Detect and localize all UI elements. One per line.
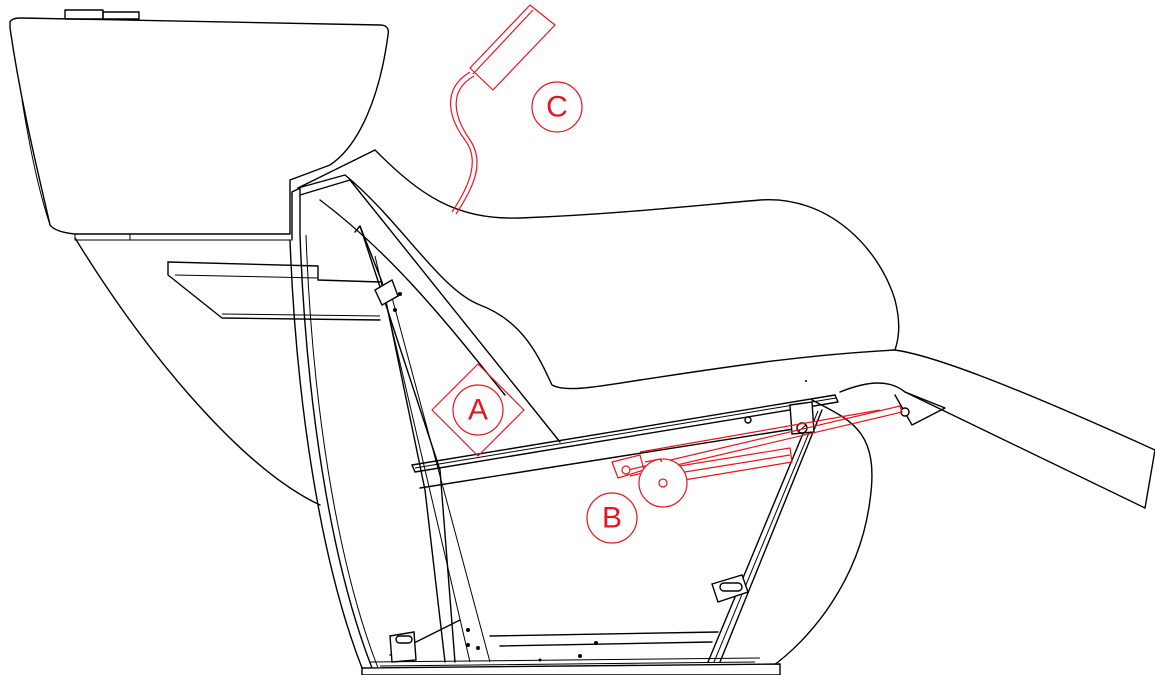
seat-cushion [297,149,900,390]
fixing-dot [466,643,470,647]
marker-dot [805,380,807,382]
basin-support-arm [167,261,381,321]
hand-control [450,4,556,215]
callout-c-label: C [546,91,568,124]
frame-brackets [374,278,815,663]
fixing-dot [594,641,598,645]
wash-basin [9,9,390,241]
callout-c: C [531,81,583,133]
callout-a-label: A [468,394,488,427]
callout-a-diamond [431,363,525,457]
fixing-dot [578,654,582,658]
steel-frame [299,179,873,675]
callout-b: B [586,492,638,544]
pivot-bracket-upper [374,278,402,312]
lower-left-bracket [389,631,417,663]
fixing-dot [466,628,470,632]
rear-body-shell [74,187,379,669]
fixing-dot [476,646,480,650]
lower-right-bracket [711,574,749,603]
fixing-dot [538,658,542,662]
leg-rest [839,349,1155,509]
callout-b-label: B [602,502,622,535]
callout-a: A [431,363,525,457]
actuator [611,405,903,508]
actuator-motor [638,458,688,508]
